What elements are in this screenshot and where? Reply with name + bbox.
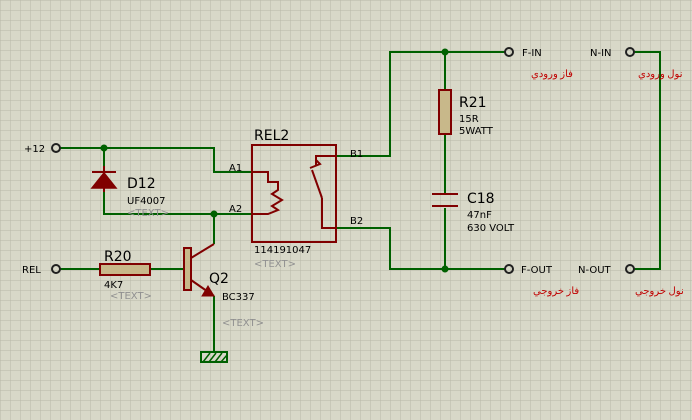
rel2-text-placeholder: <TEXT> [254, 259, 296, 270]
r20-body [99, 263, 151, 276]
rel2-pin-b2: B2 [350, 216, 363, 227]
rel2-contact-bottom [321, 198, 336, 229]
ground-symbol [200, 351, 228, 363]
r20-text-placeholder: <TEXT> [110, 291, 152, 302]
terminal-plus12[interactable]: +12 [24, 143, 61, 155]
q2-text-placeholder: <TEXT> [222, 318, 264, 329]
terminal-f-out-label: F-OUT [521, 265, 553, 276]
terminal-n-in-arabic: نول ورودي [638, 69, 682, 80]
junctions [100, 48, 449, 273]
r21-value2: 5WATT [459, 126, 494, 137]
terminal-rel-label: REL [22, 265, 41, 276]
rel2-value: 114191047 [254, 245, 311, 256]
q2-value: BC337 [222, 292, 255, 303]
rel2-contact-top [315, 155, 336, 166]
diode-d12[interactable]: D12 UF4007 <TEXT> [90, 166, 169, 219]
terminal-plus12-label: +12 [24, 144, 45, 155]
terminal-f-in-label: F-IN [522, 48, 542, 59]
rel2-body [251, 144, 337, 243]
terminal-n-in[interactable]: N-IN نول ورودي [590, 47, 682, 80]
r20-ref: R20 [104, 249, 132, 265]
rel2-ref: REL2 [254, 128, 289, 144]
terminal-f-in[interactable]: F-IN فاز ورودي [504, 47, 573, 80]
d12-value: UF4007 [127, 196, 166, 207]
terminal-f-out-arabic: فاز خروجي [533, 286, 579, 297]
d12-text-placeholder: <TEXT> [127, 208, 169, 219]
rel2-switch-arm [311, 169, 323, 199]
r21-value: 15R [459, 114, 479, 125]
relay-rel2[interactable]: REL2 A1 A2 B1 B2 114191047 <TEXT> [229, 128, 363, 270]
q2-ref: Q2 [209, 271, 229, 287]
transistor-q2[interactable]: Q2 BC337 <TEXT> [183, 243, 264, 329]
rel2-coil [252, 171, 284, 215]
c18-ref: C18 [467, 191, 495, 207]
terminal-rel[interactable]: REL [22, 264, 61, 276]
terminal-n-out-label: N-OUT [578, 265, 612, 276]
terminal-f-in-arabic: فاز ورودي [531, 69, 573, 80]
r21-ref: R21 [459, 95, 487, 111]
c18-value: 47nF [467, 210, 492, 221]
terminal-f-out[interactable]: F-OUT فاز خروجي [504, 264, 579, 297]
rel2-pin-a2: A2 [229, 204, 242, 215]
d12-ref: D12 [127, 176, 156, 192]
q2-emitter-arrow [201, 285, 215, 297]
resistor-r21[interactable]: R21 15R 5WATT [438, 89, 494, 137]
terminal-n-in-label: N-IN [590, 48, 612, 59]
capacitor-c18[interactable]: C18 47nF 630 VOLT [432, 191, 515, 234]
terminal-n-out[interactable]: N-OUT نول خروجي [578, 264, 684, 297]
r20-value: 4K7 [104, 280, 123, 291]
resistor-r20[interactable]: R20 4K7 <TEXT> [99, 249, 152, 302]
terminal-n-out-arabic: نول خروجي [635, 286, 684, 297]
rel2-pin-b1: B1 [350, 149, 363, 160]
r21-body [438, 89, 452, 135]
q2-base-bar [183, 247, 192, 291]
rel2-pin-a1: A1 [229, 163, 242, 174]
c18-value2: 630 VOLT [467, 223, 515, 234]
